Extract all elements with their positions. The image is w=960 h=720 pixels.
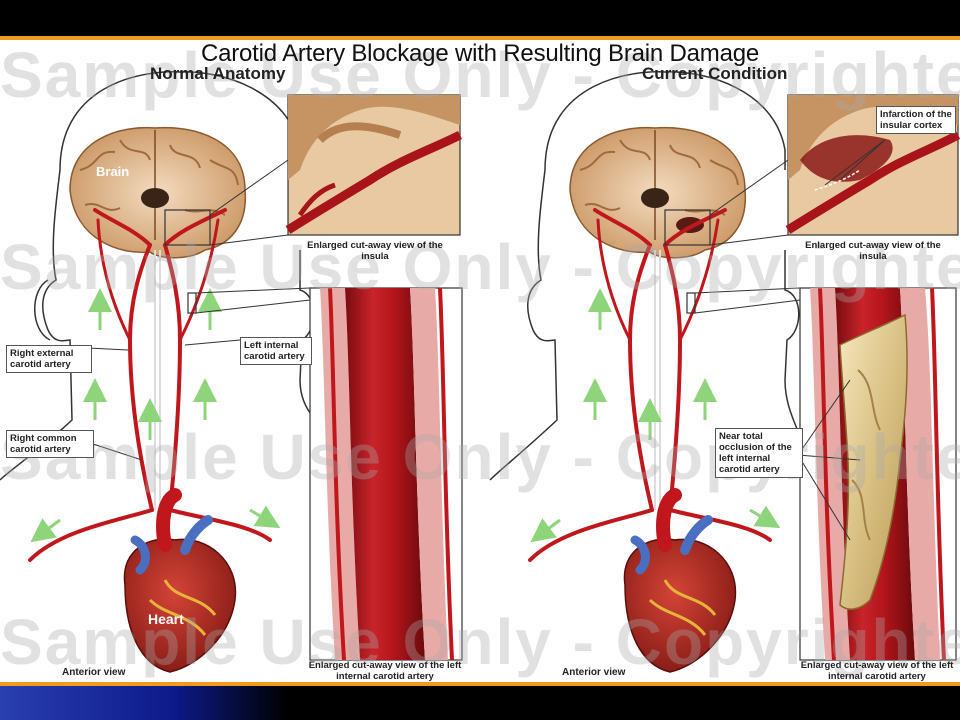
heading-normal-anatomy: Normal Anatomy <box>150 64 286 83</box>
bottom-gradient-bar <box>0 686 960 720</box>
label-right-common-carotid: Right common carotid artery <box>6 430 94 458</box>
label-anterior-view-left: Anterior view <box>62 667 126 678</box>
label-near-total-occlusion: Near total occlusion of the left interna… <box>715 428 803 478</box>
insula-zoom-right <box>785 94 960 236</box>
brain-right <box>569 126 747 259</box>
carotid-arteries-left <box>28 208 272 562</box>
brain-left <box>69 126 247 259</box>
label-brain: Brain <box>96 164 130 179</box>
pointer-lines <box>87 139 886 541</box>
left-panel-graphics <box>0 71 463 673</box>
label-right-external-carotid: Right external carotid artery <box>6 345 92 373</box>
caption-artery-left: Enlarged cut-away view of the left inter… <box>308 660 462 682</box>
bottom-orange-rule <box>0 682 960 686</box>
illustration-canvas: Sample Use Only - Copyrighted Sample Use… <box>0 40 960 682</box>
label-heart: Heart <box>148 611 184 627</box>
flow-arrows-left <box>30 288 281 543</box>
top-black-bar <box>0 0 960 36</box>
anatomy-illustration <box>0 71 960 673</box>
top-orange-rule <box>0 36 960 40</box>
label-anterior-view-right: Anterior view <box>562 667 626 678</box>
carotid-arteries-right <box>528 208 772 562</box>
flow-arrows-right <box>530 288 781 543</box>
heart-left <box>123 488 237 673</box>
heading-current-condition: Current Condition <box>642 64 788 83</box>
label-infarction-insular-cortex: Infarction of the insular cortex <box>876 106 956 134</box>
caption-artery-right: Enlarged cut-away view of the left inter… <box>800 660 954 682</box>
page-title: Carotid Artery Blockage with Resulting B… <box>200 40 760 67</box>
head-outline-right <box>489 71 786 481</box>
caption-insula-left: Enlarged cut-away view of the insula <box>307 240 443 262</box>
plaque-deposit <box>839 313 908 610</box>
heart-right <box>623 488 737 673</box>
caption-insula-right: Enlarged cut-away view of the insula <box>805 240 941 262</box>
insula-zoom-left <box>285 94 463 236</box>
artery-zoom-left <box>309 287 463 661</box>
label-left-internal-carotid: Left internal carotid artery <box>240 337 312 365</box>
artery-zoom-right <box>799 287 957 661</box>
right-panel-graphics <box>489 71 960 673</box>
